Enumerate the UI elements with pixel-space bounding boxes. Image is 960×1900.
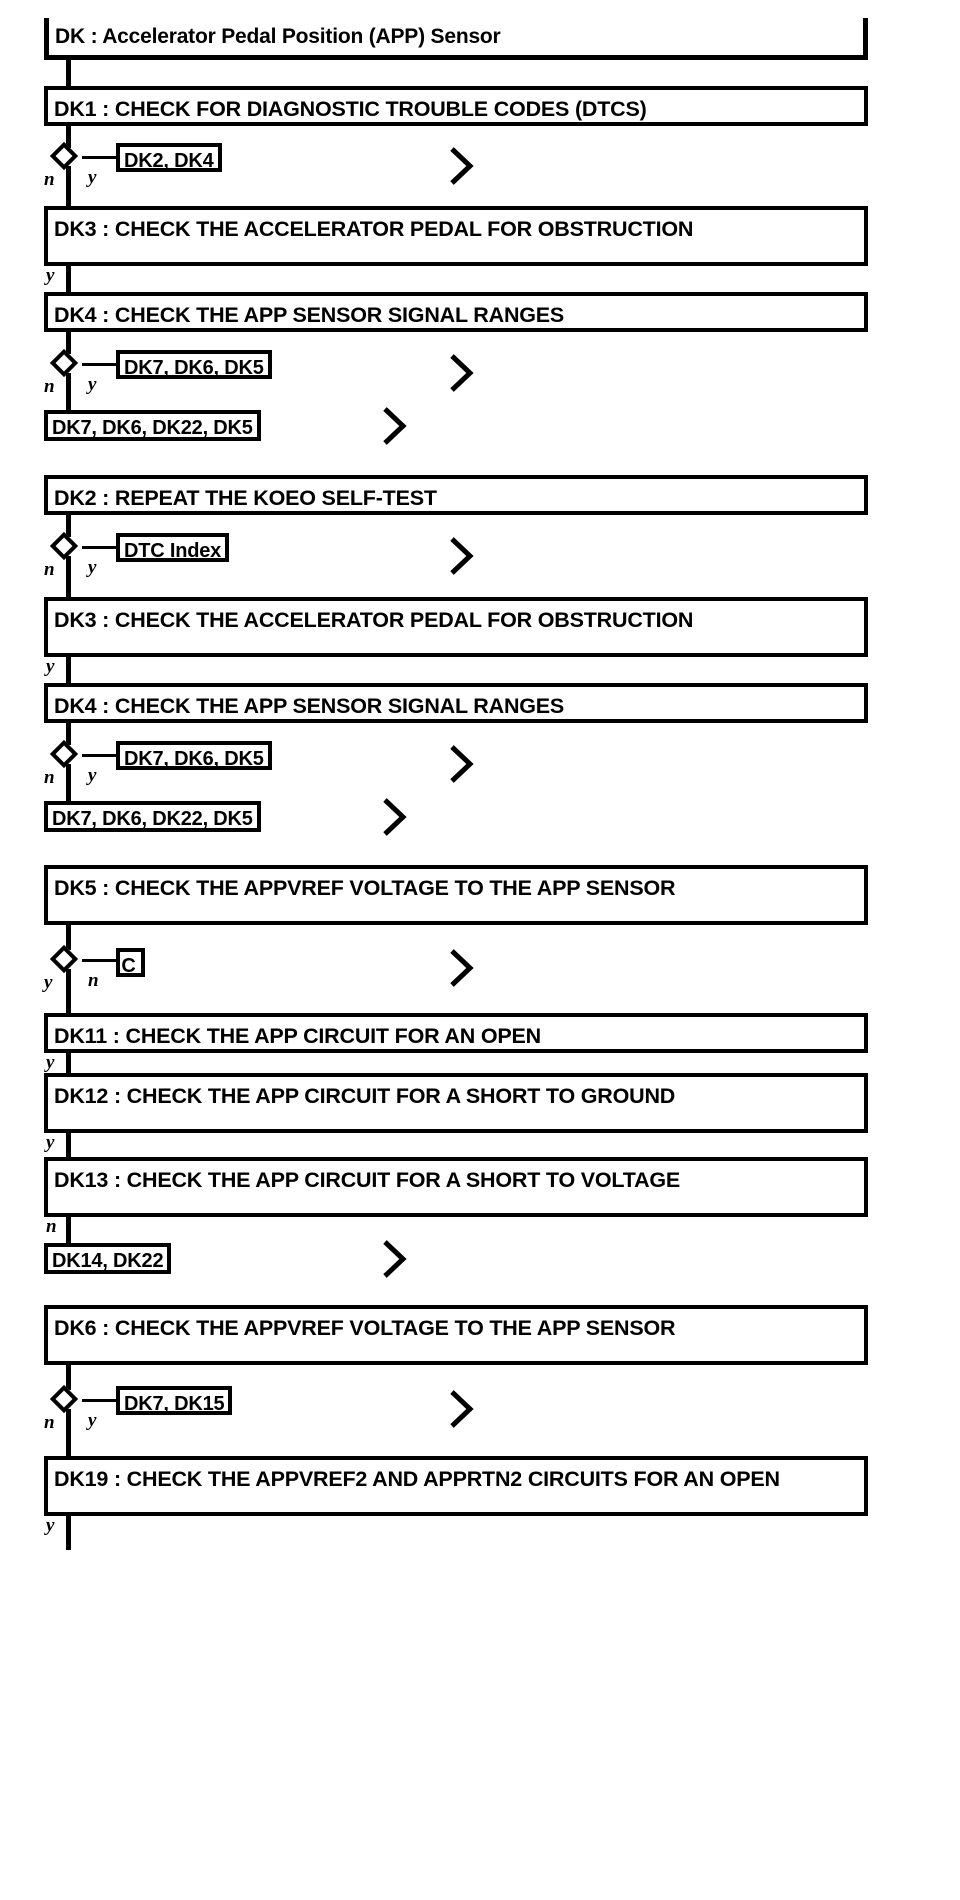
branch-label-no-6: n <box>44 1412 55 1433</box>
step-dk3-b: DK3 : CHECK THE ACCELERATOR PEDAL FOR OB… <box>44 597 868 657</box>
connector-dk5-decision5 <box>66 925 71 950</box>
connector-banner-dk1 <box>66 60 71 86</box>
connector-dk2-decision3 <box>66 515 71 537</box>
connector-dk4b-decision4 <box>66 723 71 745</box>
connector-decision2-ref3 <box>66 373 71 411</box>
connector-decision1-ref1 <box>82 156 118 159</box>
edge-label-dk12-out: y <box>46 1132 55 1153</box>
branch-label-yes-6: y <box>88 1410 97 1431</box>
ref-box-dk7-dk6-dk5-a[interactable]: DK7, DK6, DK5 <box>116 350 272 379</box>
connector-decision5-ref7 <box>82 959 118 962</box>
branch-label-yes-1: y <box>88 167 97 188</box>
chevron-right-icon <box>379 404 409 448</box>
chevron-right-icon <box>379 795 409 839</box>
chevron-right-icon <box>446 742 476 786</box>
connector-dk3b-dk4b <box>66 657 71 683</box>
branch-label-yes-2: y <box>88 374 97 395</box>
step-dk12: DK12 : CHECK THE APP CIRCUIT FOR A SHORT… <box>44 1073 868 1133</box>
connector-decision3-ref4 <box>82 546 118 549</box>
ref-box-dk2-dk4[interactable]: DK2, DK4 <box>116 143 222 172</box>
decision-diamond-1 <box>49 141 79 171</box>
connector-dk19-out <box>66 1516 71 1550</box>
step-dk5: DK5 : CHECK THE APPVREF VOLTAGE TO THE A… <box>44 865 868 925</box>
ref-box-dtc-index[interactable]: DTC Index <box>116 533 230 562</box>
connector-decision6-dk19 <box>66 1409 71 1457</box>
ref-box-dk7-dk6-dk22-dk5-b[interactable]: DK7, DK6, DK22, DK5 <box>44 801 261 832</box>
step-dk1: DK1 : CHECK FOR DIAGNOSTIC TROUBLE CODES… <box>44 86 868 126</box>
branch-label-yes-5: y <box>44 972 53 993</box>
step-dk6: DK6 : CHECK THE APPVREF VOLTAGE TO THE A… <box>44 1305 868 1365</box>
ref-box-dk7-dk15[interactable]: DK7, DK15 <box>116 1386 233 1415</box>
connector-decision5-dk11 <box>66 969 71 1014</box>
step-dk13: DK13 : CHECK THE APP CIRCUIT FOR A SHORT… <box>44 1157 868 1217</box>
branch-label-no-3: n <box>44 559 55 580</box>
connector-decision1-dk3a <box>66 166 71 206</box>
step-dk11: DK11 : CHECK THE APP CIRCUIT FOR AN OPEN <box>44 1013 868 1053</box>
chevron-right-icon <box>446 144 476 188</box>
step-dk4-b: DK4 : CHECK THE APP SENSOR SIGNAL RANGES <box>44 683 868 723</box>
chevron-right-icon <box>379 1237 409 1281</box>
connector-dk1-decision1 <box>66 126 71 148</box>
chevron-right-icon <box>446 1387 476 1431</box>
connector-dk6-decision6 <box>66 1365 71 1390</box>
connector-decision6-ref9 <box>82 1399 118 1402</box>
chevron-right-icon <box>446 946 476 990</box>
ref-box-dk7-dk6-dk5-b[interactable]: DK7, DK6, DK5 <box>116 741 272 770</box>
edge-label-dk13-out: n <box>46 1216 57 1237</box>
connector-decision3-dk3b <box>66 556 71 597</box>
connector-dk12-dk13 <box>66 1133 71 1157</box>
chapter-banner: DK : Accelerator Pedal Position (APP) Se… <box>44 18 868 60</box>
decision-diamond-5 <box>49 944 79 974</box>
edge-label-dk3a-out: y <box>46 265 55 286</box>
decision-diamond-6 <box>49 1384 79 1414</box>
connector-dk4a-decision2 <box>66 332 71 354</box>
branch-label-yes-4: y <box>88 765 97 786</box>
edge-label-dk19-out: y <box>46 1515 55 1536</box>
branch-label-no-1: n <box>44 169 55 190</box>
branch-label-no-2: n <box>44 376 55 397</box>
connector-dk11-dk12 <box>66 1053 71 1077</box>
decision-diamond-4 <box>49 739 79 769</box>
edge-label-dk3b-out: y <box>46 656 55 677</box>
ref-box-dk7-dk6-dk22-dk5-a[interactable]: DK7, DK6, DK22, DK5 <box>44 410 261 441</box>
step-dk19: DK19 : CHECK THE APPVREF2 AND APPRTN2 CI… <box>44 1456 868 1516</box>
ref-box-c[interactable]: C <box>116 948 145 977</box>
connector-decision4-ref6 <box>66 764 71 802</box>
connector-dk13-ref8 <box>66 1217 71 1245</box>
branch-label-yes-3: y <box>88 557 97 578</box>
branch-label-no-4: n <box>44 767 55 788</box>
connector-decision2-ref2 <box>82 363 118 366</box>
decision-diamond-3 <box>49 531 79 561</box>
chevron-right-icon <box>446 351 476 395</box>
ref-box-dk14-dk22[interactable]: DK14, DK22 <box>44 1243 172 1274</box>
chevron-right-icon <box>446 534 476 578</box>
step-dk3-a: DK3 : CHECK THE ACCELERATOR PEDAL FOR OB… <box>44 206 868 266</box>
decision-diamond-2 <box>49 348 79 378</box>
step-dk4-a: DK4 : CHECK THE APP SENSOR SIGNAL RANGES <box>44 292 868 332</box>
step-dk2: DK2 : REPEAT THE KOEO SELF-TEST <box>44 475 868 515</box>
edge-label-dk11-out: y <box>46 1052 55 1073</box>
connector-decision4-ref5 <box>82 754 118 757</box>
branch-label-no-5: n <box>88 970 99 991</box>
connector-dk3a-dk4a <box>66 266 71 292</box>
